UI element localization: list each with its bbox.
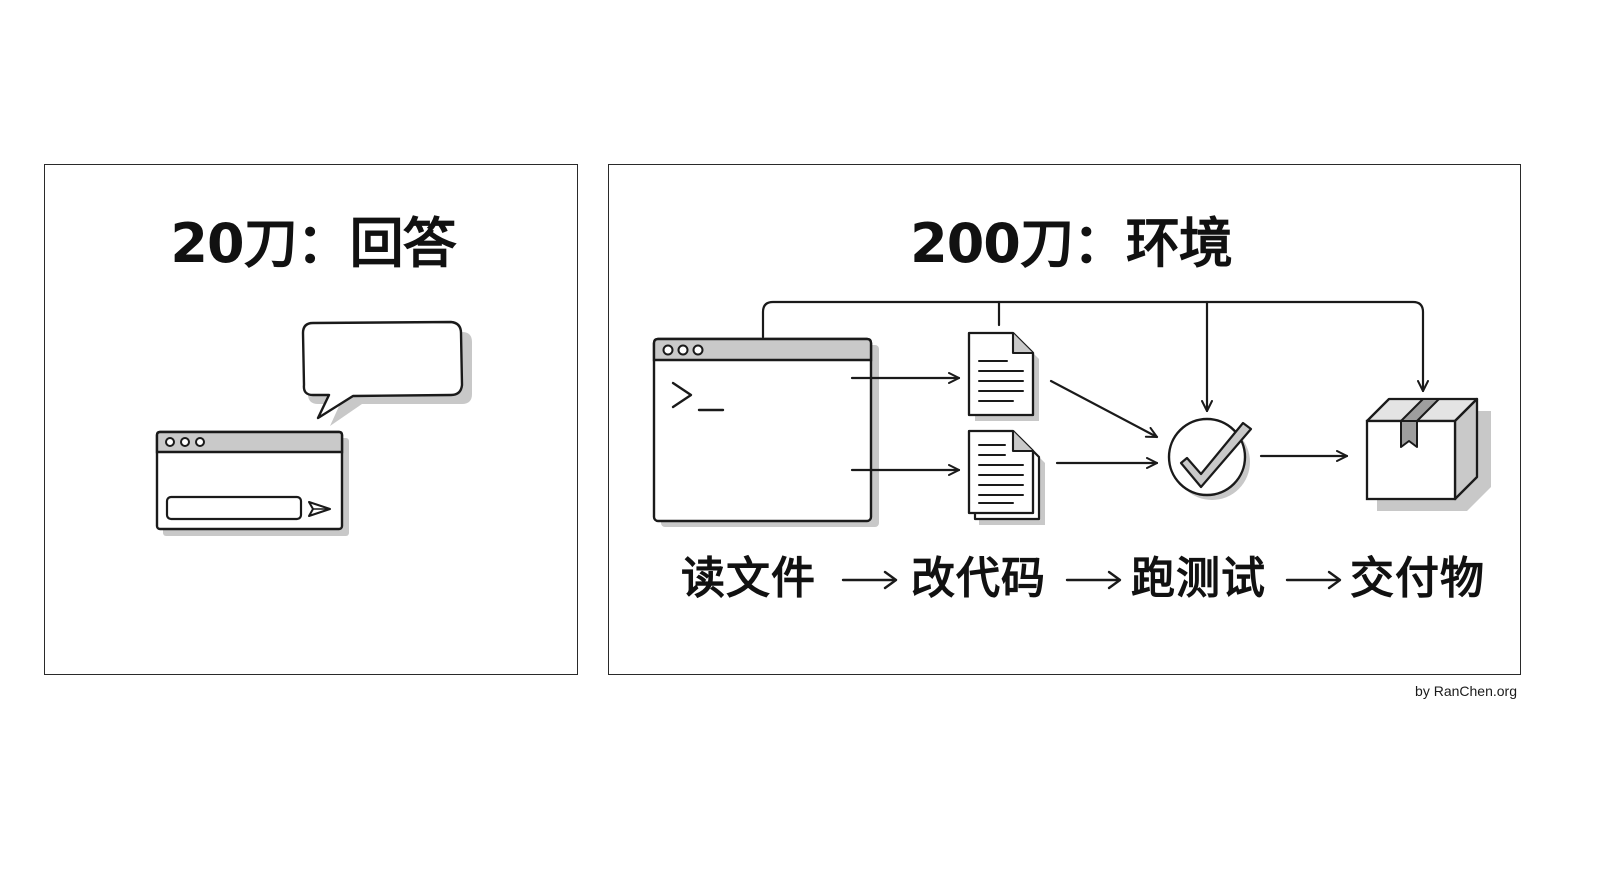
step-run-tests: 跑测试 xyxy=(1131,553,1266,604)
chat-illustration xyxy=(155,320,472,536)
terminal-window-icon xyxy=(652,337,879,527)
flow-arrow-icon xyxy=(1285,570,1342,590)
step-edit-code: 改代码 xyxy=(911,553,1046,604)
panel-environment: 200刀：环境 xyxy=(608,164,1521,675)
box-icon xyxy=(1365,397,1491,511)
send-icon xyxy=(308,501,331,517)
arrows-files-to-check xyxy=(1049,379,1159,469)
chat-window-icon xyxy=(155,430,349,536)
flow-arrow-icon xyxy=(1065,570,1122,590)
workflow-illustration xyxy=(652,300,1491,527)
feedback-connector xyxy=(761,300,1429,413)
documents-stack-icon xyxy=(967,429,1045,525)
arrows-terminal-to-files xyxy=(850,372,961,476)
check-circle-icon xyxy=(1167,417,1253,500)
step-read-files: 读文件 xyxy=(681,553,816,604)
panel-title-environment: 200刀：环境 xyxy=(910,212,1233,275)
step-deliverable: 交付物 xyxy=(1350,553,1485,604)
panel-answer: 20刀：回答 xyxy=(44,164,578,675)
document-icon xyxy=(967,331,1039,421)
flow-arrow-icon xyxy=(841,570,898,590)
panel-title-answer: 20刀：回答 xyxy=(170,212,456,275)
speech-bubble-icon xyxy=(301,320,472,426)
author-credit: by RanChen.org xyxy=(1415,683,1517,699)
